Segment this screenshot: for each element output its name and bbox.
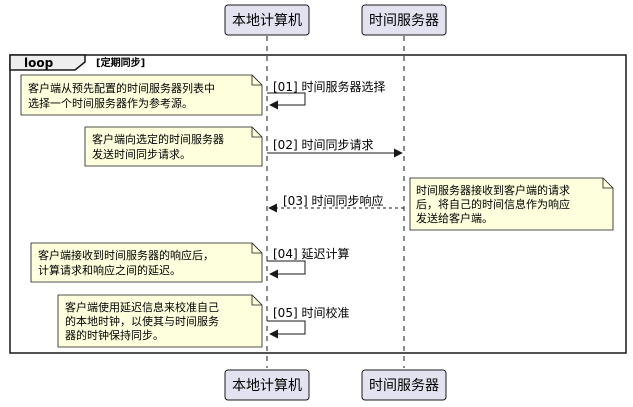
note-1-line-2: 选择一个时间服务器作为参考源。: [28, 96, 193, 110]
note-4-line-1: 客户端接收到时间服务器的响应后，: [38, 248, 214, 262]
participant-server-bottom: 时间服务器: [361, 369, 447, 401]
message-1: [01] 时间服务器选择: [267, 79, 385, 110]
note-5-line-1: 客户端使用延迟信息来校准自己: [65, 300, 219, 314]
message-3: [03] 时间同步响应: [268, 193, 404, 213]
participant-local-bottom: 本地计算机: [224, 369, 310, 401]
note-2-line-2: 发送时间同步请求。: [92, 147, 191, 161]
loop-frame: loop [定期同步]: [9, 54, 627, 354]
message-2-label: [02] 时间同步请求: [273, 138, 373, 152]
note-5-line-3: 器的时钟保持同步。: [65, 328, 164, 342]
note-1: 客户端从预先配置的时间服务器列表中 选择一个时间服务器作为参考源。: [20, 74, 263, 116]
participant-server-label-bottom: 时间服务器: [369, 378, 439, 394]
message-4-label: [04] 延迟计算: [273, 246, 349, 261]
note-1-line-1: 客户端从预先配置的时间服务器列表中: [28, 81, 215, 95]
participant-local-label: 本地计算机: [232, 13, 302, 29]
note-5: 客户端使用延迟信息来校准自己 的本地时钟，以使其与时间服务 器的时钟保持同步。: [57, 294, 263, 348]
message-5: [05] 时间校准: [267, 305, 349, 339]
loop-condition: [定期同步]: [96, 56, 145, 69]
message-3-label: [03] 时间同步响应: [283, 193, 383, 208]
note-4: 客户端接收到时间服务器的响应后， 计算请求和响应之间的延迟。: [30, 242, 263, 283]
participant-local-label-bottom: 本地计算机: [232, 378, 302, 394]
note-2: 客户端向选定的时间服务器 发送时间同步请求。: [84, 126, 263, 167]
message-2: [02] 时间同步请求: [267, 138, 403, 158]
participant-server-label: 时间服务器: [369, 13, 439, 29]
message-1-label: [01] 时间服务器选择: [273, 79, 385, 94]
participant-server-top: 时间服务器: [361, 4, 447, 36]
note-3-line-3: 发送给客户端。: [416, 211, 493, 225]
participant-local-top: 本地计算机: [224, 4, 310, 36]
note-3: 时间服务器接收到客户端的请求 后，将自己的时间信息作为响应 发送给客户端。: [409, 177, 614, 231]
note-4-line-2: 计算请求和响应之间的延迟。: [38, 263, 181, 277]
note-5-line-2: 的本地时钟，以使其与时间服务: [65, 314, 219, 328]
note-3-line-1: 时间服务器接收到客户端的请求: [416, 183, 570, 197]
message-4: [04] 延迟计算: [267, 246, 349, 279]
note-2-line-1: 客户端向选定的时间服务器: [92, 132, 224, 146]
loop-keyword: loop: [24, 56, 54, 70]
note-3-line-2: 后，将自己的时间信息作为响应: [416, 197, 570, 211]
message-5-label: [05] 时间校准: [273, 305, 349, 320]
